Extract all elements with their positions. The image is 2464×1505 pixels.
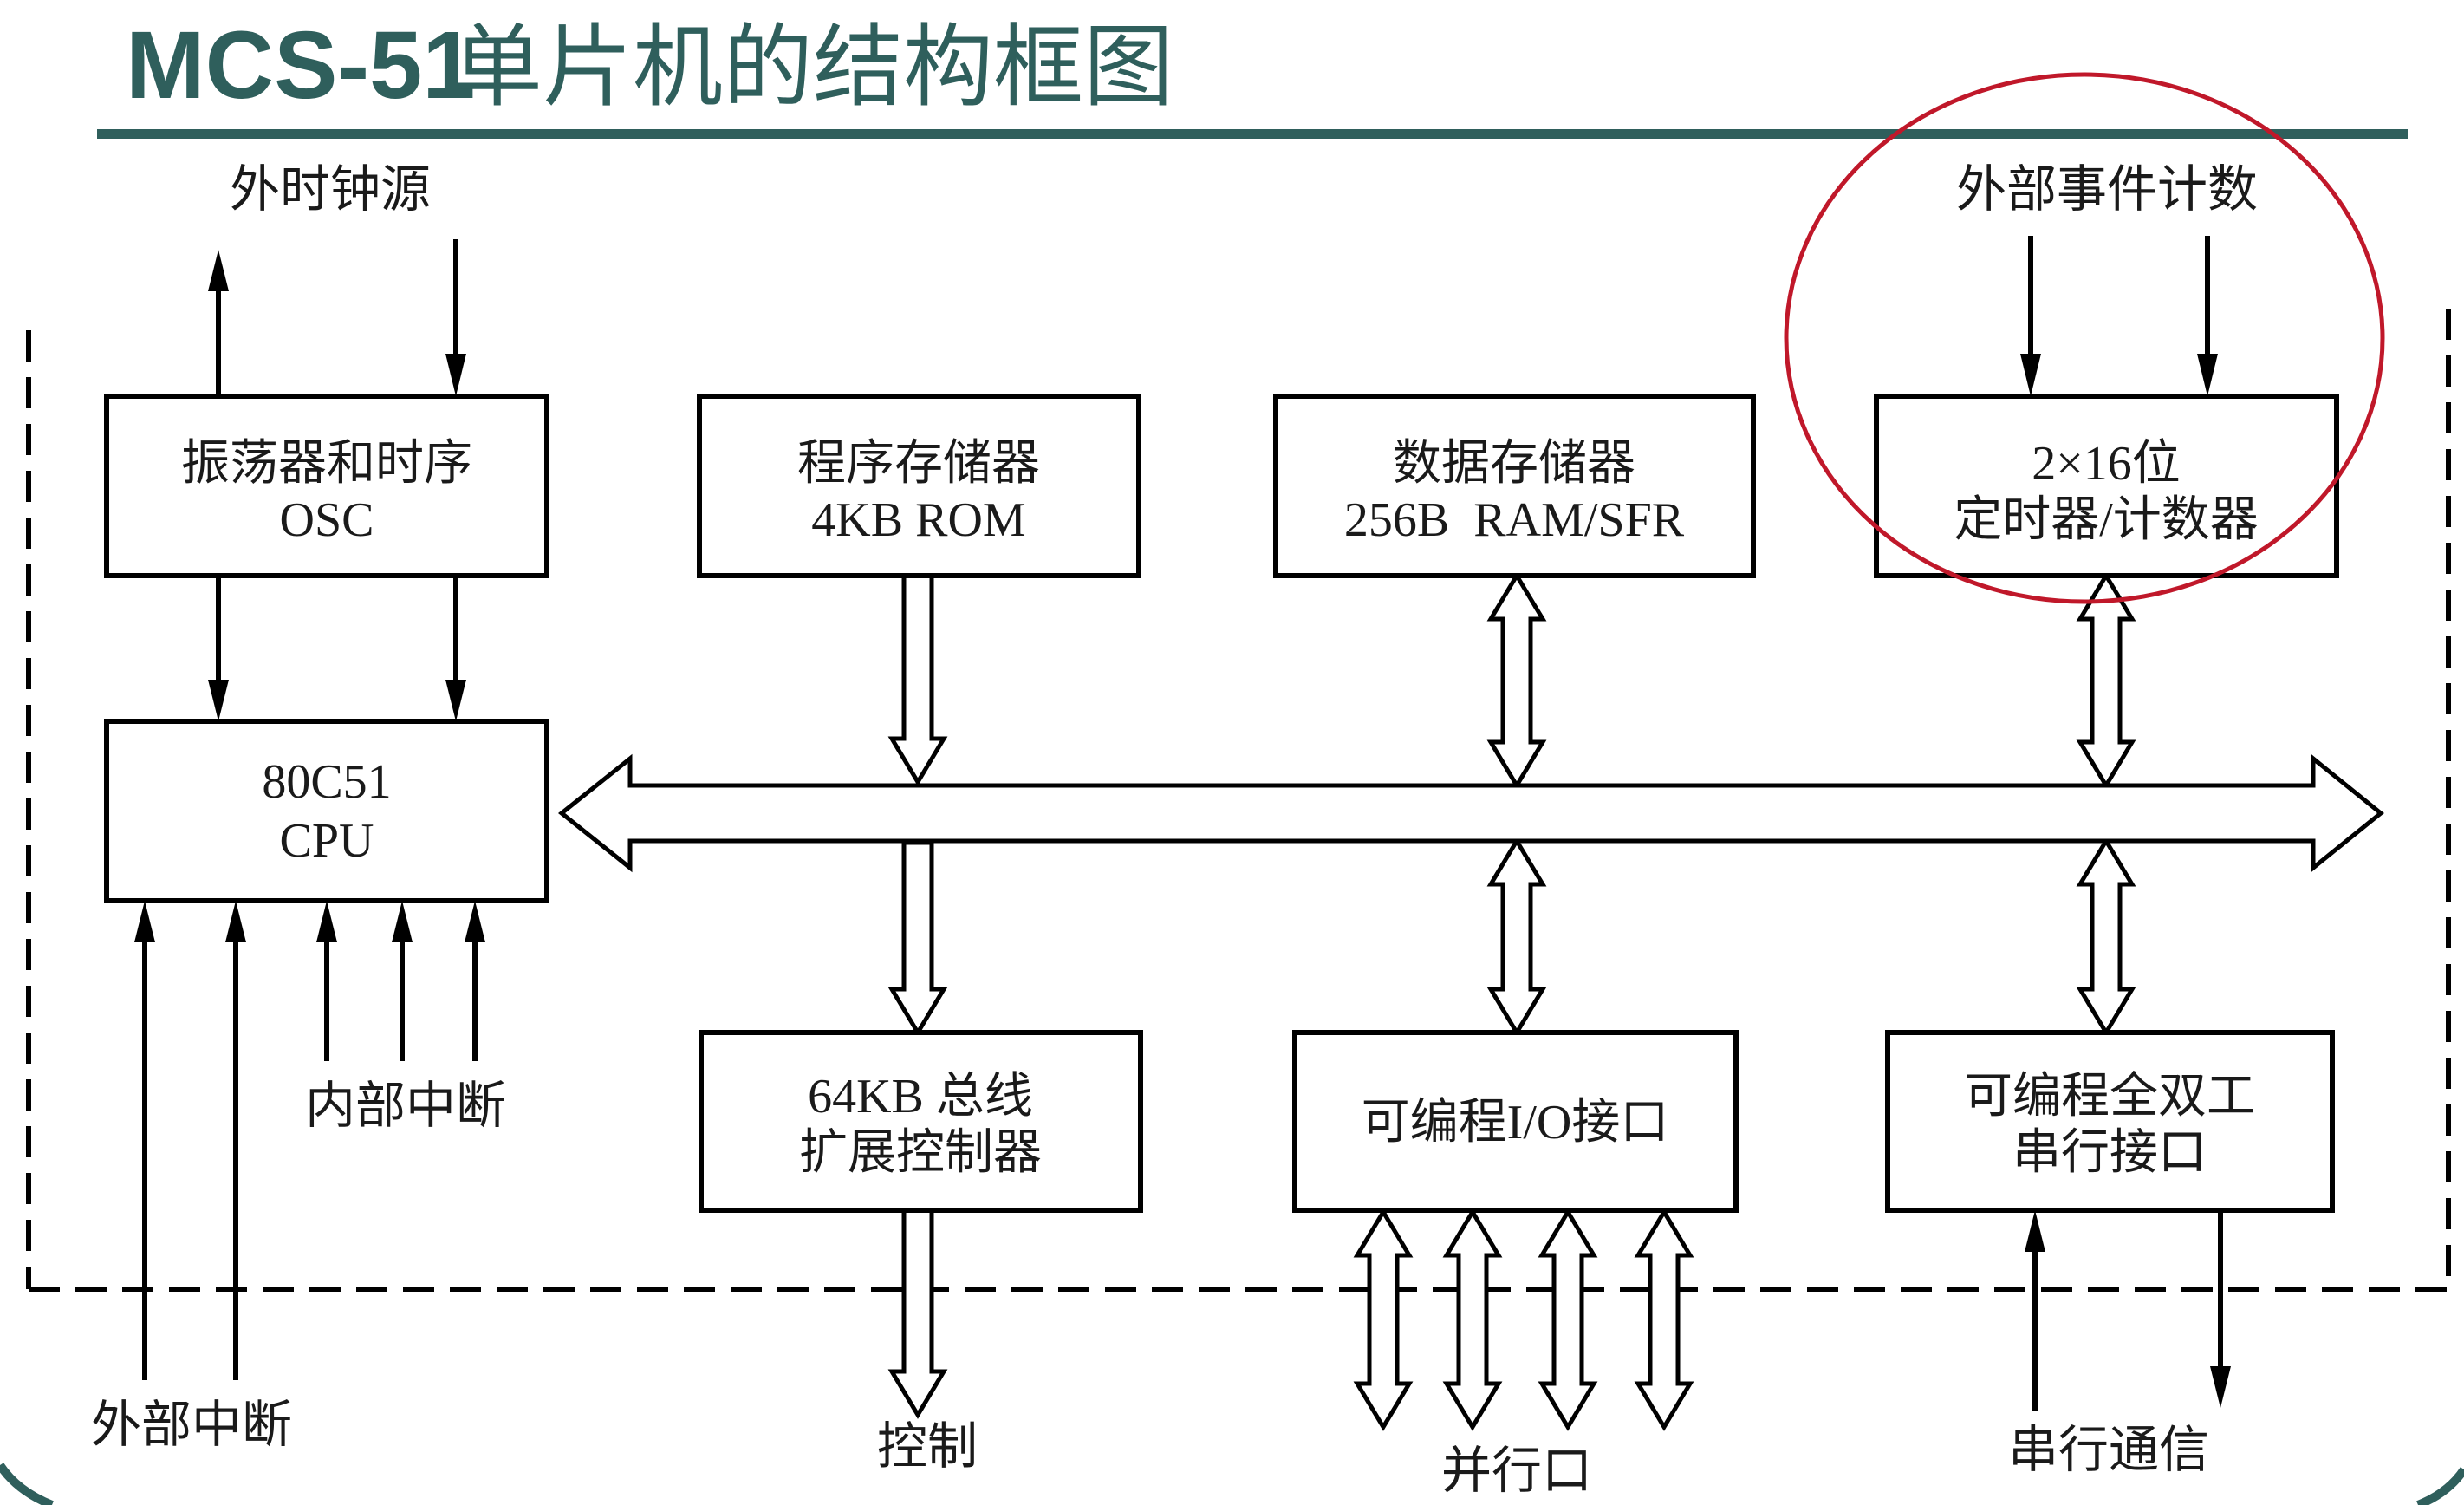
parallel-port-double-arrow-4 [1634, 1208, 1694, 1431]
arrow-down-icon [2197, 354, 2218, 396]
block-timer: 2×16位 定时器/计数器 [1874, 394, 2339, 578]
block-timer-line2: 定时器/计数器 [1954, 493, 2259, 547]
io-bus-double-arrow [1486, 837, 1547, 1037]
block-osc: 振荡器和时序 OSC [104, 394, 549, 578]
arrow-up-icon [134, 901, 155, 942]
external-interrupt-arrows [134, 901, 246, 1380]
title-cjk: 单片机的结构框图 [452, 14, 1173, 120]
arrow-up-icon [465, 901, 485, 942]
block-serial-line2: 串行接口 [2012, 1126, 2207, 1180]
corner-arc-left [0, 1463, 54, 1505]
block-serial-line1: 可编程全双工 [1964, 1070, 2255, 1124]
block-bus-controller: 64KB 总线 扩展控制器 [699, 1030, 1143, 1213]
block-bus-ctrl-line2: 扩展控制器 [799, 1126, 1042, 1180]
label-ext-event-count: 外部事件计数 [1956, 161, 2258, 218]
label-ext-clock: 外时钟源 [230, 161, 431, 218]
arrow-up-icon [392, 901, 413, 942]
serial-bus-double-arrow [2076, 837, 2136, 1037]
ram-bus-double-arrow [1486, 571, 1547, 790]
label-external-interrupt: 外部中断 [91, 1397, 292, 1453]
title-latin: MCS-51 [126, 12, 475, 119]
arrow-up-icon [208, 250, 229, 291]
arrow-up-icon [316, 901, 337, 942]
label-serial-comm: 串行通信 [2008, 1422, 2209, 1478]
block-ram-line2: 256B RAM/SFR [1344, 493, 1685, 547]
block-rom-line1: 程序存储器 [797, 437, 1040, 491]
arrow-down-icon [2210, 1366, 2231, 1408]
parallel-port-double-arrow-2 [1442, 1208, 1503, 1431]
block-osc-line1: 振荡器和时序 [181, 437, 472, 491]
parallel-port-double-arrow-1 [1353, 1208, 1414, 1431]
block-io-line1: 可编程I/O接口 [1362, 1096, 1669, 1150]
block-rom-line2: 4KB ROM [811, 493, 1025, 547]
page-title: MCS-51 单片机的结构框图 [126, 12, 1173, 120]
title-underline [97, 129, 2408, 139]
block-ram-line1: 数据存储器 [1393, 437, 1635, 491]
rom-to-bus-arrow [887, 573, 948, 786]
parallel-port-double-arrow-3 [1538, 1208, 1598, 1431]
arrow-down-icon [445, 354, 466, 396]
control-out-arrow [887, 1208, 948, 1419]
arrow-up-icon [2025, 1210, 2045, 1252]
arrow-up-icon [225, 901, 246, 942]
block-rom: 程序存储器 4KB ROM [697, 394, 1141, 578]
block-io: 可编程I/O接口 [1292, 1030, 1739, 1213]
arrow-down-icon [445, 680, 466, 721]
block-cpu: 80C51 CPU [104, 719, 549, 903]
block-cpu-line2: CPU [280, 814, 374, 868]
label-parallel-port: 并行口 [1441, 1443, 1592, 1499]
label-control: 控制 [877, 1418, 978, 1475]
block-cpu-line1: 80C51 [262, 755, 391, 809]
bus-arrows [887, 571, 2136, 1431]
corner-arc-right [2416, 1467, 2464, 1505]
label-internal-interrupt: 内部中断 [305, 1078, 506, 1134]
block-serial: 可编程全双工 串行接口 [1885, 1030, 2335, 1213]
internal-bus-double-arrow [557, 753, 2384, 873]
timer-bus-double-arrow [2076, 571, 2136, 790]
arrow-down-icon [2020, 354, 2041, 396]
chip-boundary [26, 309, 2451, 1292]
arrow-down-icon [208, 680, 229, 721]
block-bus-ctrl-line1: 64KB 总线 [808, 1070, 1033, 1124]
block-osc-line2: OSC [280, 493, 374, 547]
highlight-ellipse [1784, 72, 2385, 604]
block-timer-line1: 2×16位 [2032, 437, 2181, 491]
internal-interrupt-arrows [316, 901, 485, 1061]
block-ram: 数据存储器 256B RAM/SFR [1273, 394, 1756, 578]
bus-to-controller-arrow [887, 840, 948, 1037]
